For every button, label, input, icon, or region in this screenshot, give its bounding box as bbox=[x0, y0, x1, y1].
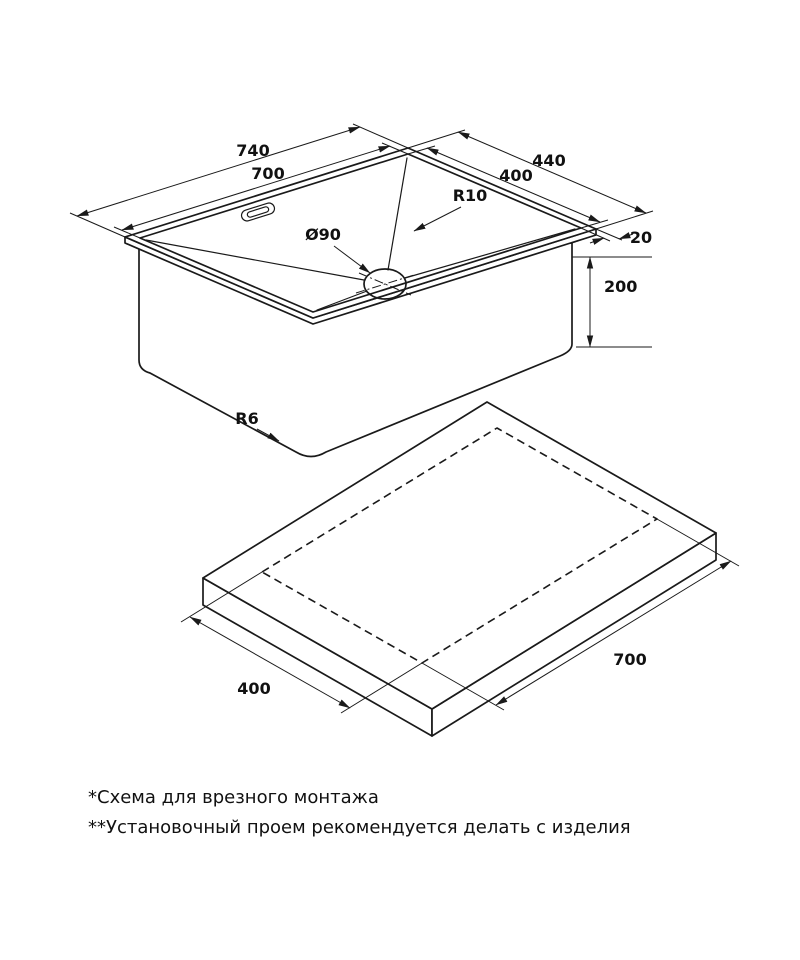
bowl-crease-lines bbox=[145, 157, 576, 311]
drain-hole bbox=[363, 268, 407, 300]
leader-drain-diameter: Ø90 bbox=[305, 225, 371, 274]
dim-700-label: 700 bbox=[251, 164, 284, 183]
countertop-cutout-view: 400 700 bbox=[180, 401, 740, 737]
dim-400-sink-label: 400 bbox=[499, 166, 532, 185]
dim-d90-label: Ø90 bbox=[305, 225, 341, 244]
footnote-cutout-recommendation: **Установочный проем рекомендуется делат… bbox=[88, 817, 631, 838]
dimension-cutout-length: 700 bbox=[421, 518, 740, 711]
leader-corner-radius: R10 bbox=[413, 186, 488, 232]
footnotes: *Схема для врезного монтажа **Установочн… bbox=[88, 787, 631, 838]
dim-440-label: 440 bbox=[532, 151, 565, 170]
dim-400-cutout-label: 400 bbox=[237, 679, 270, 698]
dim-700-cutout-label: 700 bbox=[613, 650, 646, 669]
leader-bottom-radius: R6 bbox=[235, 409, 280, 442]
dim-200-label: 200 bbox=[604, 277, 637, 296]
dimension-cutout-width: 400 bbox=[180, 571, 423, 714]
sink-isometric-view: 740 700 440 400 bbox=[69, 123, 654, 458]
dimension-inner-width: 400 bbox=[407, 145, 609, 229]
dim-20-label: 20 bbox=[630, 228, 652, 247]
drain-centerlines bbox=[355, 272, 415, 296]
dim-740-label: 740 bbox=[236, 141, 269, 160]
dimension-flange-width: 20 bbox=[580, 227, 652, 247]
dimension-bowl-depth: 200 bbox=[572, 256, 652, 348]
dim-r10-label: R10 bbox=[453, 186, 488, 205]
flange-underside-edges bbox=[124, 234, 597, 250]
dimension-inner-length: 700 bbox=[113, 142, 409, 239]
dim-r6-label: R6 bbox=[235, 409, 258, 428]
footnote-mounting-scheme: *Схема для врезного монтажа bbox=[88, 787, 379, 808]
